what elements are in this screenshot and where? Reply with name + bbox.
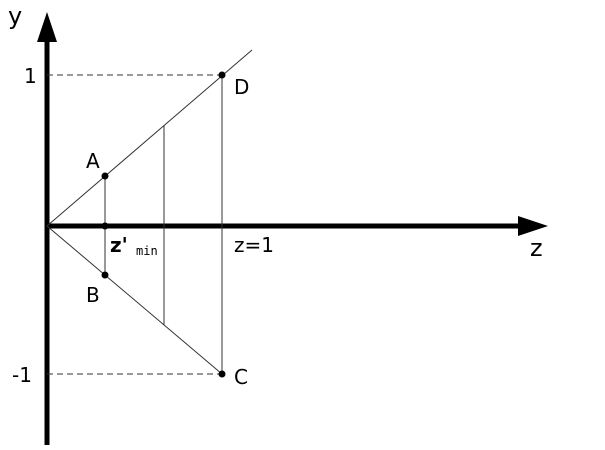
y-tick-1: 1 bbox=[24, 64, 37, 88]
y-axis-label: y bbox=[8, 2, 22, 30]
lower-ray bbox=[46, 225, 223, 375]
point-d-label: D bbox=[234, 75, 249, 99]
point-zmin bbox=[101, 222, 109, 230]
zmin-subscript: min bbox=[136, 244, 158, 258]
point-c bbox=[218, 370, 226, 378]
point-d bbox=[218, 71, 226, 79]
point-c-label: C bbox=[234, 365, 248, 389]
point-a-label: A bbox=[86, 149, 100, 173]
upper-ray bbox=[46, 49, 253, 227]
z-tick-1: z=1 bbox=[234, 233, 274, 257]
point-b bbox=[101, 271, 109, 279]
z-axis-label: z bbox=[530, 234, 543, 262]
y-tick-neg1: -1 bbox=[12, 363, 32, 387]
zmin-label: z' bbox=[110, 233, 128, 257]
point-a bbox=[101, 172, 109, 180]
point-b-label: B bbox=[86, 283, 100, 307]
z-axis-arrowhead bbox=[518, 216, 548, 236]
y-axis-arrowhead bbox=[37, 12, 57, 42]
